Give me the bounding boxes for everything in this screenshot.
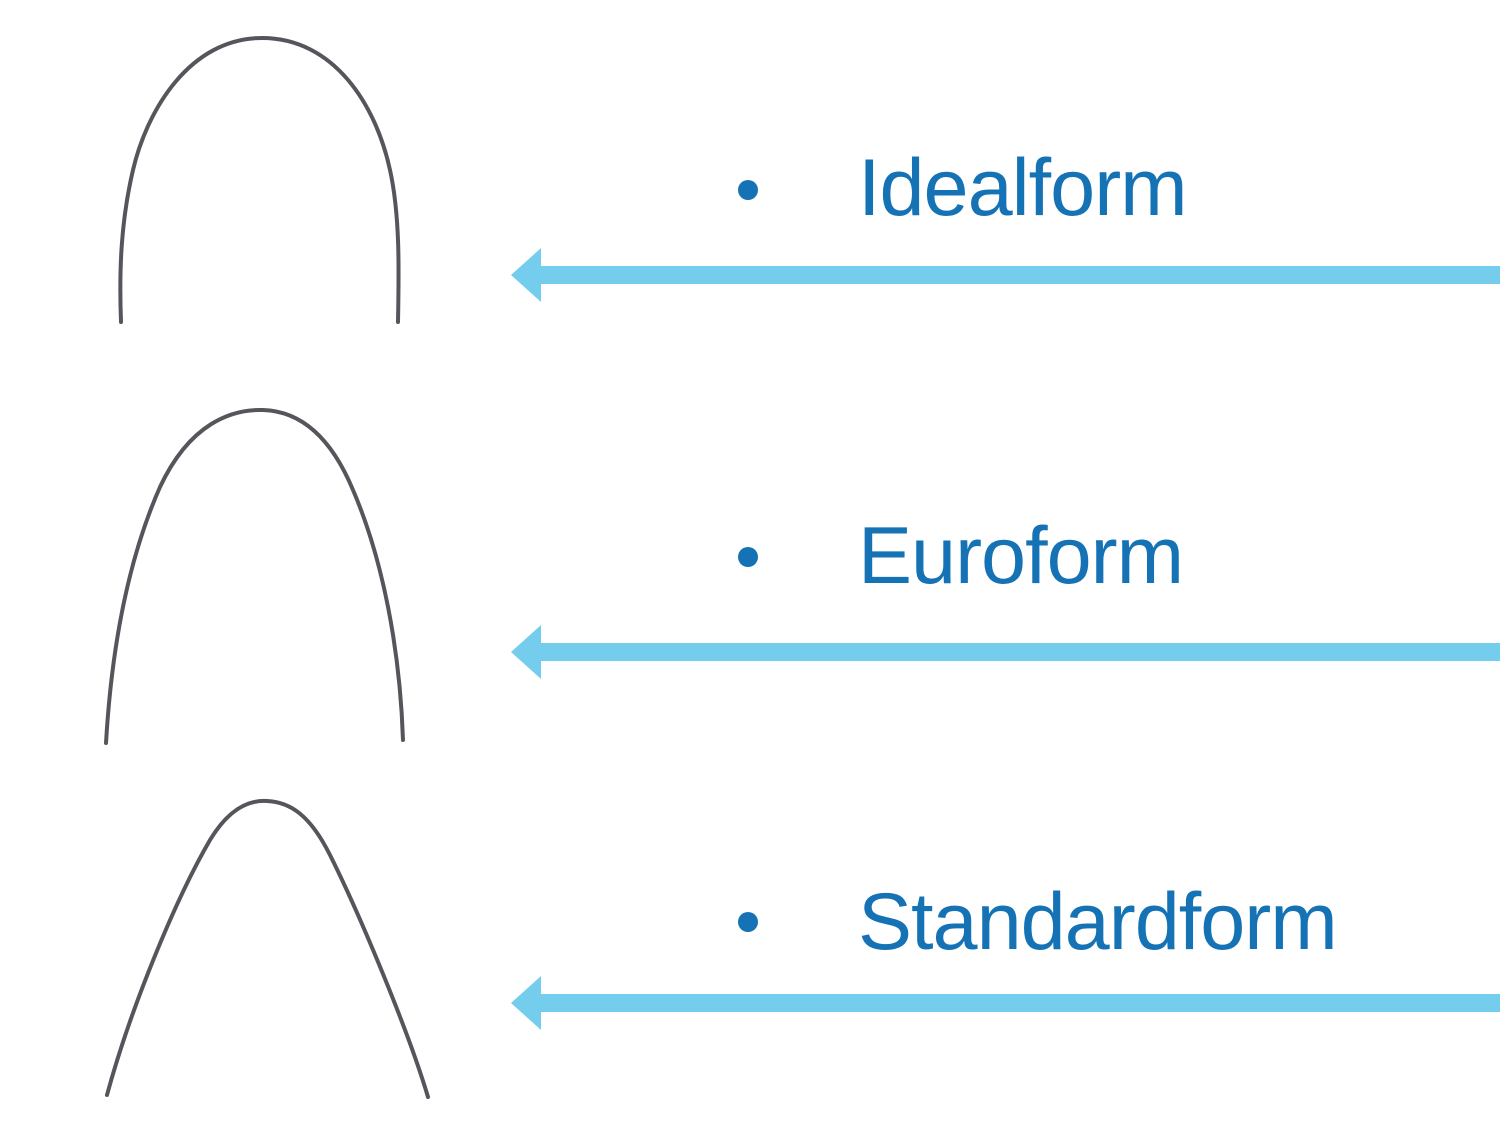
bullet-dot-icon [738,547,758,567]
bullet-dot-icon [738,180,758,200]
standardform-label: Standardform [858,877,1338,967]
idealform-archwire-curve [118,35,401,324]
euroform-archwire-curve [104,407,405,745]
euroform-label: Euroform [858,511,1184,601]
bullet-dot-icon [738,912,758,932]
left-arrow-icon [511,625,1500,679]
left-arrow-icon [511,248,1500,302]
standardform-archwire-curve [105,798,430,1099]
left-arrow-icon [511,976,1500,1030]
idealform-label: Idealform [858,143,1188,233]
